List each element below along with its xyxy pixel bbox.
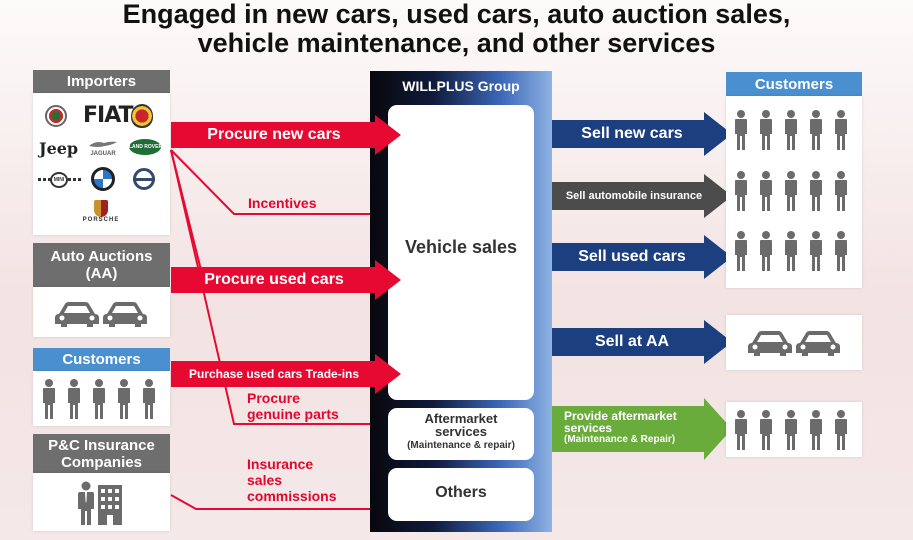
land-rover-logo: LAND ROVER: [129, 139, 162, 155]
genuine-parts-line: [170, 149, 372, 425]
insurance-commissions-label: Insurance sales commissions: [247, 456, 337, 504]
right-customers-header: Customers: [726, 72, 862, 96]
title-line-1: Engaged in new cars, used cars, auto auc…: [122, 0, 791, 29]
left-customers-header: Customers: [33, 348, 170, 371]
porsche-crest-icon: [94, 200, 108, 217]
jeep-logo: Jeep: [39, 139, 79, 158]
insurance-companies-header: P&C Insurance Companies: [33, 434, 170, 473]
people-icons-row-3: [735, 231, 847, 271]
vehicle-sales-box: Vehicle sales: [388, 105, 534, 400]
car-icons: [748, 331, 840, 356]
right-cars-panel: [726, 315, 862, 370]
left-customers-people-panel: [33, 371, 170, 426]
page-title: Engaged in new cars, used cars, auto auc…: [0, 0, 913, 58]
procure-used-cars-arrow: Procure used cars: [171, 260, 401, 300]
willplus-group-title: WILLPLUS Group: [402, 78, 520, 94]
right-customers-people-panel: [726, 96, 862, 288]
insurance-commission-line: [170, 494, 372, 510]
incentives-label: Incentives: [248, 195, 317, 211]
incentives-line: [170, 149, 372, 215]
right-aftermarket-people-panel: [726, 402, 862, 457]
sell-used-cars-arrow: Sell used cars: [552, 235, 732, 279]
sell-insurance-arrow: Sell automobile insurance: [552, 174, 732, 218]
importers-header: Importers: [33, 70, 170, 93]
auto-auctions-cars-panel: [33, 287, 170, 337]
procure-new-cars-arrow: Procure new cars: [171, 115, 401, 155]
genuine-parts-label: Procure genuine parts: [247, 390, 339, 422]
porsche-logo: PORSCHE: [81, 200, 121, 223]
aftermarket-services-box: Aftermarket services (Maintenance & repa…: [388, 408, 534, 460]
people-icons-row-1: [735, 110, 847, 150]
car-icons: [55, 302, 147, 327]
others-box: Others: [388, 468, 534, 521]
jaguar-logo: JAGUAR: [85, 139, 121, 157]
importers-logo-panel: FIAT Jeep JAGUAR LAND ROVER MINI PORSCHE: [33, 93, 170, 235]
abarth-logo: [131, 104, 153, 128]
insurance-icon-panel: [33, 473, 170, 531]
provide-aftermarket-arrow: Provide aftermarket services (Maintenanc…: [552, 398, 732, 460]
trade-ins-arrow: Purchase used cars Trade-ins: [171, 354, 401, 394]
auto-auctions-header: Auto Auctions (AA): [33, 243, 170, 287]
businessman-building-icon: [78, 481, 122, 525]
jaguar-cat-icon: [89, 141, 117, 147]
others-label: Others: [435, 484, 487, 501]
alfa-romeo-logo: [45, 105, 67, 127]
people-icons-row-4: [735, 410, 847, 450]
volvo-logo: [133, 168, 155, 190]
fiat-logo: FIAT: [83, 103, 134, 128]
bmw-logo: [91, 167, 115, 191]
mini-logo: MINI: [38, 172, 82, 188]
people-icons-row-2: [735, 171, 847, 211]
sell-new-cars-arrow: Sell new cars: [552, 112, 732, 156]
title-line-2: vehicle maintenance, and other services: [197, 28, 716, 58]
vehicle-sales-label: Vehicle sales: [404, 237, 518, 257]
sell-at-aa-arrow: Sell at AA: [552, 320, 732, 364]
